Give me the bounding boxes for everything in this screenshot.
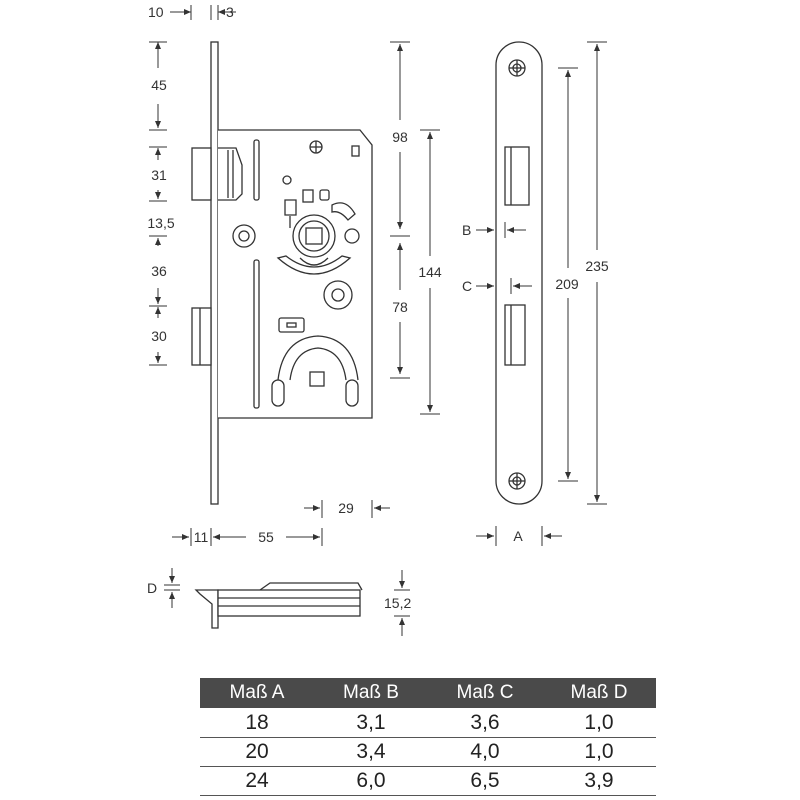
- slot-upper: [253, 139, 260, 201]
- dim-31: 31: [151, 167, 167, 183]
- dim-11: 11: [194, 529, 209, 545]
- table-cell: 1,0: [584, 740, 614, 763]
- table-row: 20 3,4 4,0 1,0: [200, 738, 656, 767]
- table-cell: 3,9: [584, 769, 614, 792]
- small-window: [278, 317, 305, 333]
- dim-b: B: [462, 222, 471, 238]
- dim-29: 29: [338, 500, 354, 516]
- table-cell: 6,0: [356, 769, 386, 792]
- dim-78: 78: [392, 299, 408, 315]
- table-header: Maß A Maß B Maß C Maß D: [200, 678, 656, 708]
- table-cell: 3,1: [356, 711, 386, 734]
- table-cell: 18: [245, 711, 269, 734]
- header-mass-d: Maß D: [570, 682, 628, 703]
- table-row: 24 6,0 6,5 3,9: [200, 767, 656, 796]
- pin-hole: [282, 175, 292, 185]
- table-cell: 24: [245, 769, 269, 792]
- table-cell: 6,5: [470, 769, 500, 792]
- screw-hole-right: [344, 228, 360, 244]
- dim-30: 30: [151, 328, 167, 344]
- dim-3: 3: [226, 4, 234, 20]
- dim-55: 55: [258, 529, 274, 545]
- dim-209: 209: [555, 276, 579, 292]
- forend-screw-top: [508, 59, 526, 77]
- table-cell: 20: [245, 740, 269, 763]
- indicator-marker: [351, 145, 360, 157]
- header-mass-b: Maß B: [343, 682, 399, 703]
- table-row: 18 3,1 3,6 1,0: [200, 709, 656, 738]
- table-cell: 1,0: [584, 711, 614, 734]
- dim-d: D: [147, 580, 157, 596]
- header-mass-a: Maß A: [229, 682, 285, 703]
- table-cell: 3,6: [470, 711, 500, 734]
- dim-235: 235: [585, 258, 609, 274]
- dim-98: 98: [392, 129, 408, 145]
- dim-15-2: 15,2: [384, 595, 411, 611]
- lock-body: [218, 129, 373, 419]
- dim-a: A: [513, 528, 523, 544]
- forend-bolt-opening: [504, 304, 526, 366]
- table-cell: 4,0: [470, 740, 500, 763]
- forend-screw-bottom: [508, 472, 526, 490]
- table-cell: 3,4: [356, 740, 386, 763]
- screw-hole-left: [232, 224, 256, 248]
- dim-36: 36: [151, 263, 167, 279]
- dim-45: 45: [151, 77, 167, 93]
- header-mass-c: Maß C: [456, 682, 514, 703]
- faceplate: [210, 41, 219, 505]
- follower-hub: [276, 189, 356, 275]
- slot-lower: [253, 259, 260, 409]
- bottom-view: [194, 582, 363, 629]
- forend-plate: [495, 41, 543, 505]
- latch-bolt: [191, 147, 243, 201]
- dim-144: 144: [418, 264, 442, 280]
- forend-latch-opening: [504, 146, 530, 206]
- dim-10: 10: [148, 4, 164, 20]
- dead-bolt: [191, 307, 212, 366]
- dim-13-5: 13,5: [147, 215, 174, 231]
- dim-c: C: [462, 278, 472, 294]
- screw-top: [309, 140, 323, 154]
- lower-hub: [271, 335, 359, 407]
- screw-hole-mid: [323, 280, 353, 310]
